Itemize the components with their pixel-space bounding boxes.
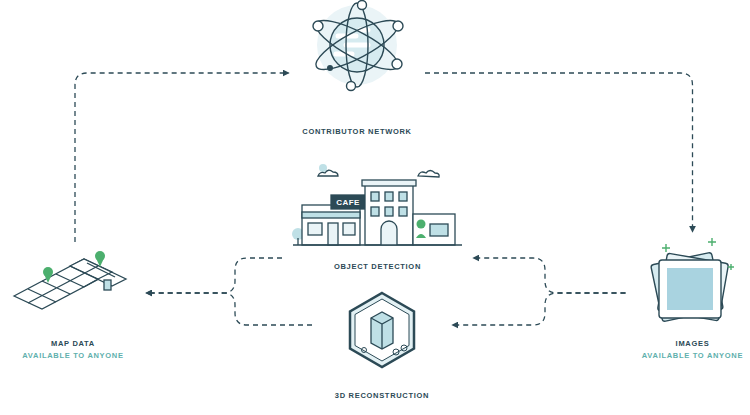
node-title: IMAGES — [676, 338, 710, 350]
availability-note: AVAILABLE TO ANYONE — [22, 350, 123, 362]
node-title: 3D RECONSTRUCTION — [335, 390, 429, 402]
dashed-connector — [425, 73, 693, 232]
dashed-connector — [452, 293, 626, 325]
dashed-connector — [473, 258, 626, 293]
detection-node: OBJECT DETECTION — [290, 155, 465, 273]
sign-text: CAFE — [331, 195, 365, 209]
map-icon — [14, 251, 126, 309]
reconstruction-node: 3D RECONSTRUCTION — [320, 290, 444, 402]
node-title: MAP DATA — [51, 338, 95, 350]
building-icon — [292, 164, 462, 245]
map-node: MAP DATAAVAILABLE TO ANYONE — [8, 250, 138, 362]
network-node: CONTRIBUTOR NETWORK — [297, 3, 417, 138]
cube-icon — [350, 293, 414, 367]
node-title: CONTRIBUTOR NETWORK — [302, 126, 411, 138]
dashed-connector — [146, 258, 282, 293]
dashed-connector — [146, 293, 312, 325]
dashed-connector — [75, 73, 289, 242]
node-title: OBJECT DETECTION — [334, 261, 421, 273]
images-node: IMAGESAVAILABLE TO ANYONE — [638, 240, 748, 362]
availability-note: AVAILABLE TO ANYONE — [642, 350, 743, 362]
globe-icon — [310, 1, 403, 91]
images-icon — [651, 238, 734, 322]
